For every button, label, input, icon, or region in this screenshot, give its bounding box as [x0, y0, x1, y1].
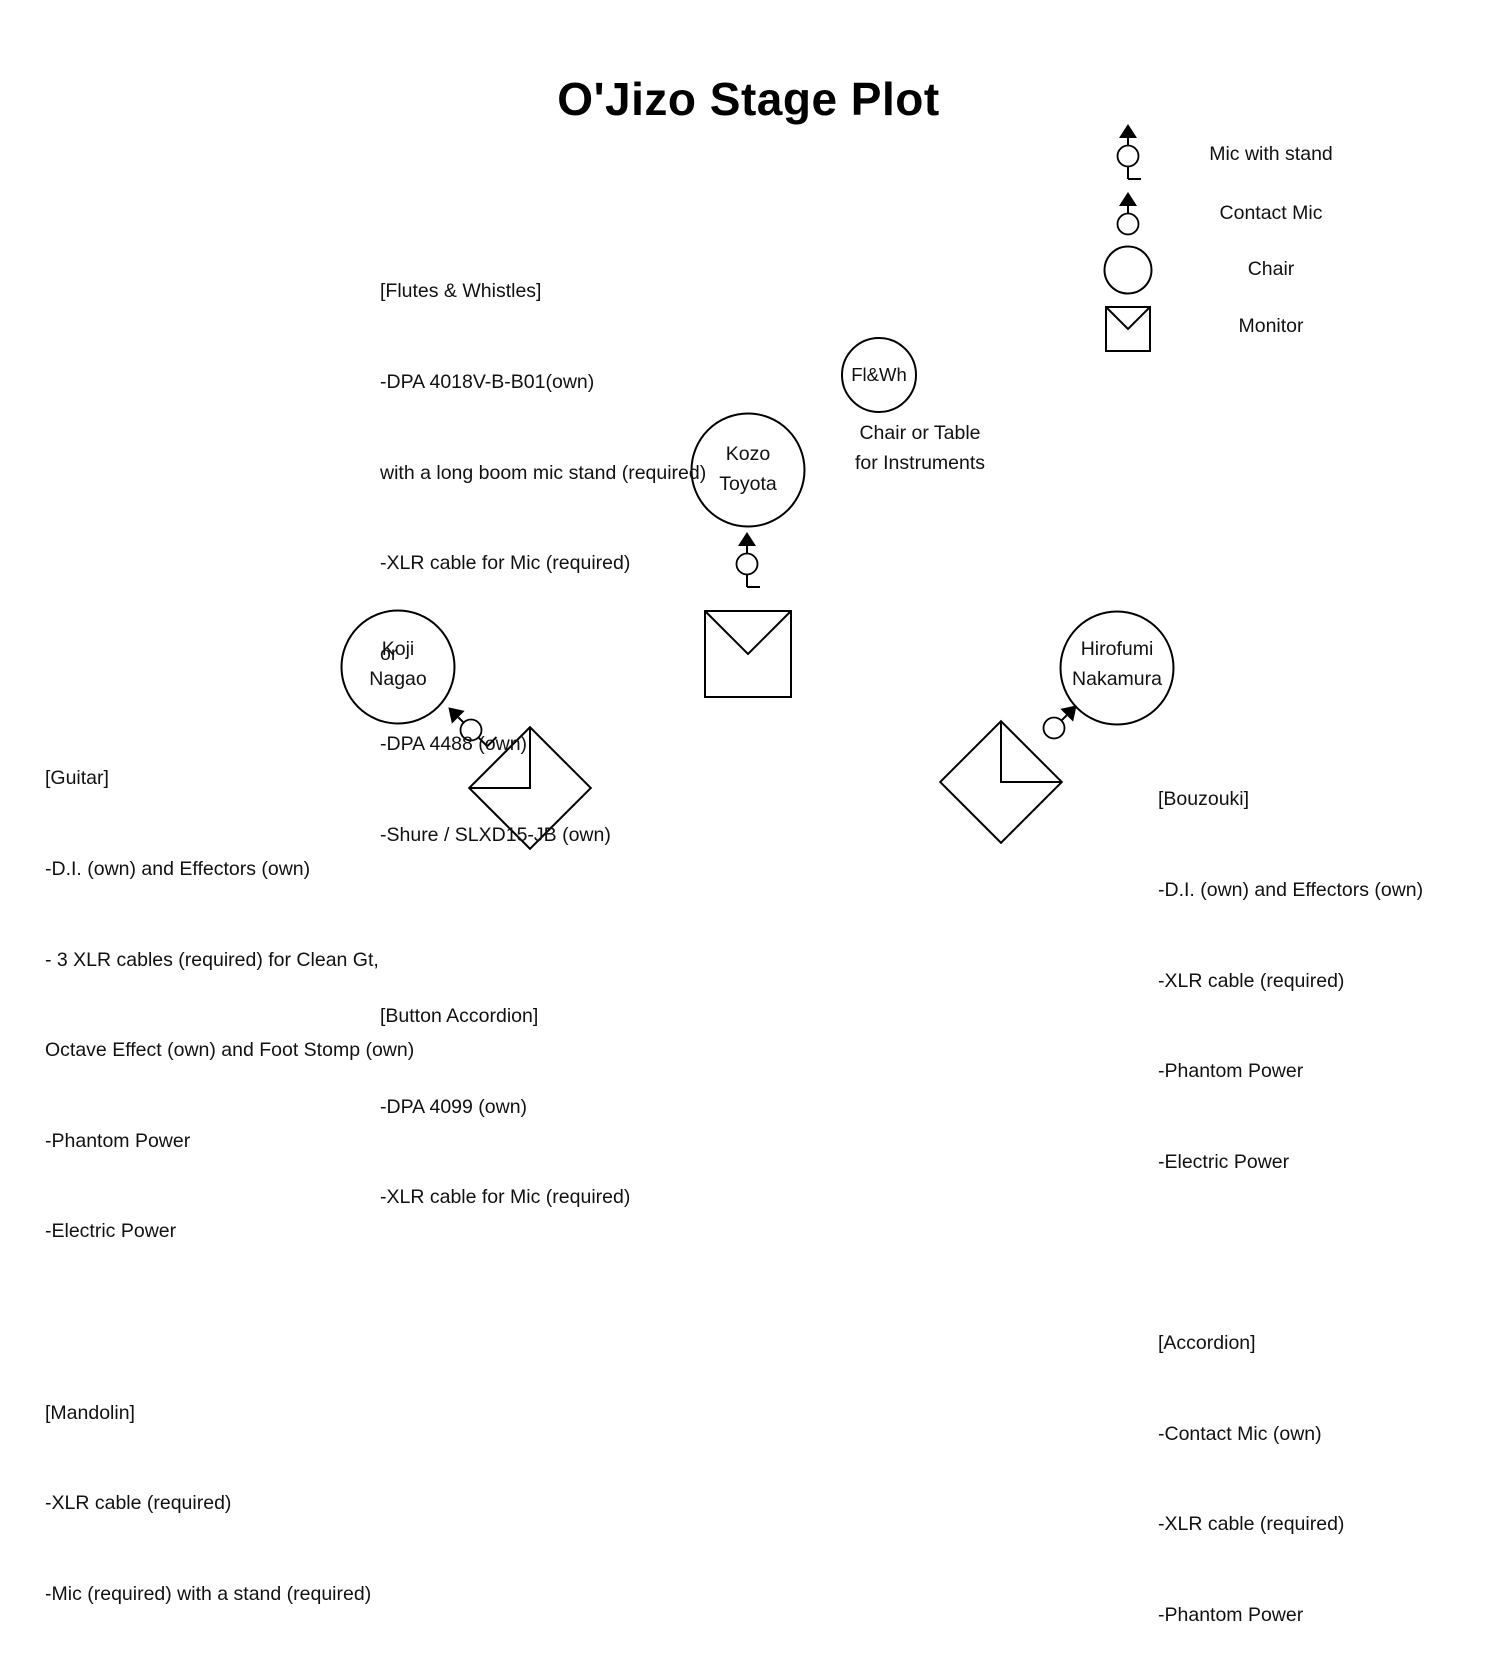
left-performer-name: Koji Nagao — [342, 634, 454, 694]
note-line: or — [380, 642, 398, 665]
right-performer-name: Hirofumi Nakamura — [1061, 634, 1173, 694]
note-line: -XLR cable (required) — [1158, 969, 1345, 992]
note-line: -XLR cable (required) — [45, 1492, 232, 1515]
center-equipment-notes: [Flutes & Whistles] -DPA 4018V-B-B01(own… — [380, 216, 706, 1243]
note-line: with a long boom mic stand (required) — [380, 461, 707, 484]
performer-first-name: Koji — [381, 638, 415, 660]
instrument-table-chair-icon — [841, 337, 917, 413]
note-line: -Phantom Power — [1158, 1603, 1304, 1626]
legend-label-contact-mic: Contact Mic — [1219, 202, 1323, 224]
page-title: O'Jizo Stage Plot — [557, 73, 940, 125]
center-mic-with-stand-icon — [735, 531, 761, 588]
note-line: [Accordion] — [1158, 1331, 1256, 1354]
note-line — [45, 1307, 414, 1337]
note-line: -D.I. (own) and Effectors (own) — [45, 858, 311, 880]
performer-first-name: Kozo — [725, 443, 771, 465]
note-line: -Contact Mic (own) — [1158, 1422, 1322, 1445]
right-monitor-icon — [939, 720, 1063, 844]
instrument-table-caption-line: Chair or Table — [859, 422, 981, 444]
note-line: -Shure / SLXD15-JB (own) — [380, 823, 611, 846]
performer-last-name: Nakamura — [1072, 668, 1162, 690]
legend-label-chair: Chair — [1247, 258, 1295, 280]
legend-mic-with-stand-icon — [1116, 123, 1142, 180]
note-line: [Flutes & Whistles] — [380, 280, 542, 303]
center-performer-name: Kozo Toyota — [692, 439, 804, 499]
note-line: -DPA 4018V-B-B01(own) — [380, 371, 595, 393]
legend-contact-mic-icon — [1116, 191, 1140, 236]
note-line: [Guitar] — [45, 767, 109, 790]
legend-monitor-icon — [1105, 306, 1151, 352]
legend-chair-icon — [1103, 245, 1153, 295]
note-line — [1158, 1237, 1423, 1267]
instrument-table-label: Fl&Wh — [851, 364, 907, 385]
note-line: -DPA 4488 (own) — [380, 733, 528, 756]
note-line — [380, 911, 706, 941]
note-line: -Phantom Power — [1158, 1060, 1304, 1083]
note-line: Octave Effect (own) and Foot Stomp (own) — [45, 1039, 415, 1062]
note-line: -D.I. (own) and Effectors (own) — [1158, 879, 1424, 901]
note-line: -XLR cable (required) — [1158, 1513, 1345, 1536]
legend-label-mic-with-stand: Mic with stand — [1209, 143, 1333, 165]
center-performer-chair-icon — [690, 412, 806, 528]
note-line: -DPA 4099 (own) — [380, 1095, 528, 1118]
note-line: [Button Accordion] — [380, 1005, 539, 1028]
legend-label-monitor: Monitor — [1238, 315, 1304, 337]
note-line: -Mic (required) with a stand (required) — [45, 1582, 372, 1605]
note-line: - 3 XLR cables (required) for Clean Gt, — [45, 948, 379, 971]
note-line: -Phantom Power — [45, 1129, 191, 1152]
note-line: -Electric Power — [45, 1220, 177, 1243]
left-performer-chair-icon — [340, 609, 456, 725]
right-equipment-notes: [Bouzouki] -D.I. (own) and Effectors (ow… — [1158, 724, 1423, 1660]
note-line: [Bouzouki] — [1158, 788, 1250, 811]
performer-last-name: Nagao — [369, 668, 427, 690]
performer-first-name: Hirofumi — [1080, 638, 1154, 660]
note-line: -XLR cable for Mic (required) — [380, 1186, 631, 1209]
instrument-table-caption-line: for Instruments — [854, 452, 986, 474]
note-line: [Mandolin] — [45, 1401, 135, 1424]
note-line: -Electric Power — [1158, 1150, 1290, 1173]
center-monitor-icon — [704, 610, 792, 698]
left-equipment-notes: [Guitar] -D.I. (own) and Effectors (own)… — [45, 703, 414, 1639]
right-performer-chair-icon — [1059, 610, 1175, 726]
stage-plot-drawing — [340, 123, 1175, 850]
instrument-table-caption: Chair or Table for Instruments — [820, 418, 1020, 478]
note-line: -XLR cable for Mic (required) — [380, 552, 631, 575]
performer-last-name: Toyota — [719, 473, 777, 495]
